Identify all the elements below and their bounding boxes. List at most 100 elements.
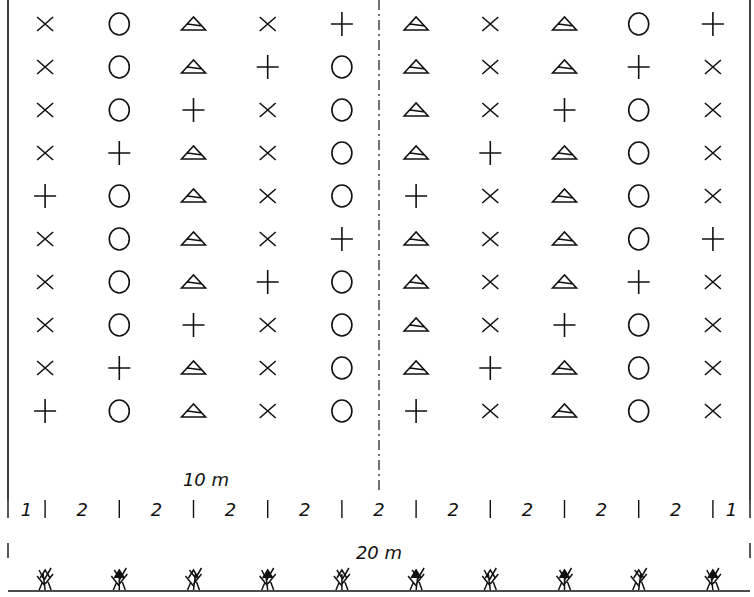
scale-tick [749, 543, 750, 558]
circle-symbol [109, 400, 129, 422]
circle-symbol [332, 56, 352, 78]
scale-tick [44, 500, 45, 518]
triangle-symbol [404, 60, 428, 73]
cross-symbol [705, 60, 721, 74]
plus-symbol [628, 270, 650, 294]
ground-line [8, 590, 750, 592]
circle-symbol [332, 400, 352, 422]
cross-symbol [482, 275, 498, 289]
plus-symbol [331, 12, 353, 36]
cross-symbol [260, 189, 276, 203]
circle-symbol [109, 314, 129, 336]
plus-symbol [479, 141, 501, 165]
plus-symbol [628, 55, 650, 79]
circle-symbol [332, 185, 352, 207]
cross-symbol [482, 232, 498, 246]
plant-silhouette [334, 568, 350, 590]
triangle-symbol [404, 318, 428, 331]
border-line [749, 0, 751, 500]
scale-number: 1 [725, 501, 738, 519]
circle-symbol [629, 314, 649, 336]
scale-tick [7, 500, 8, 518]
triangle-symbol [182, 232, 206, 245]
cross-symbol [37, 361, 53, 375]
circle-symbol [109, 56, 129, 78]
scale-number: 2 [446, 501, 459, 519]
plus-symbol [34, 399, 56, 423]
triangle-symbol [182, 275, 206, 288]
triangle-symbol [404, 275, 428, 288]
triangle-symbol [553, 60, 577, 73]
cross-symbol [705, 103, 721, 117]
triangle-symbol [182, 17, 206, 30]
plus-symbol [257, 270, 279, 294]
centre-line [378, 0, 379, 492]
scale-tick [193, 500, 194, 518]
triangle-symbol [404, 232, 428, 245]
scale-tick [415, 500, 416, 518]
circle-symbol [629, 357, 649, 379]
triangle-symbol [182, 146, 206, 159]
scale-number: 2 [372, 501, 385, 519]
cross-symbol [260, 318, 276, 332]
cross-symbol [37, 103, 53, 117]
scale-tick [490, 500, 491, 518]
circle-symbol [629, 142, 649, 164]
cross-symbol [260, 17, 276, 31]
plus-symbol [331, 227, 353, 251]
cross-symbol [37, 60, 53, 74]
triangle-symbol [182, 404, 206, 417]
scale-tick [564, 500, 565, 518]
triangle-symbol [182, 189, 206, 202]
scale-number: 2 [150, 501, 163, 519]
plant-silhouette [705, 568, 721, 590]
scale-number: 2 [595, 501, 608, 519]
circle-symbol [629, 185, 649, 207]
triangle-symbol [553, 275, 577, 288]
plus-symbol [554, 313, 576, 337]
cross-symbol [260, 232, 276, 246]
cross-symbol [482, 60, 498, 74]
scale-number: 2 [669, 501, 682, 519]
plant-silhouette [557, 568, 573, 590]
plant-silhouette [482, 568, 498, 590]
plus-symbol [183, 313, 205, 337]
cross-symbol [37, 275, 53, 289]
cross-symbol [37, 17, 53, 31]
scale-tick [341, 500, 342, 518]
cross-symbol [482, 17, 498, 31]
cross-symbol [260, 404, 276, 418]
triangle-symbol [553, 232, 577, 245]
cross-symbol [482, 404, 498, 418]
scale-number: 1 [20, 501, 33, 519]
cross-symbol [37, 318, 53, 332]
plus-symbol [34, 184, 56, 208]
circle-symbol [629, 400, 649, 422]
plus-symbol [702, 12, 724, 36]
triangle-symbol [182, 60, 206, 73]
triangle-symbol [553, 361, 577, 374]
triangle-symbol [553, 404, 577, 417]
circle-symbol [629, 13, 649, 35]
cross-symbol [705, 146, 721, 160]
circle-symbol [109, 271, 129, 293]
plant-silhouette [631, 568, 647, 590]
triangle-symbol [553, 189, 577, 202]
triangle-symbol [553, 17, 577, 30]
plus-symbol [257, 55, 279, 79]
scale-tick [749, 500, 750, 518]
cross-symbol [37, 232, 53, 246]
circle-symbol [109, 185, 129, 207]
scale-tick [119, 500, 120, 518]
plus-symbol [405, 184, 427, 208]
scale-tick [712, 500, 713, 518]
cross-symbol [705, 275, 721, 289]
cross-symbol [482, 318, 498, 332]
cross-symbol [705, 189, 721, 203]
triangle-symbol [553, 146, 577, 159]
cross-symbol [705, 361, 721, 375]
scale-number: 2 [298, 501, 311, 519]
plant-silhouette [408, 568, 424, 590]
plant-silhouette [37, 568, 53, 590]
